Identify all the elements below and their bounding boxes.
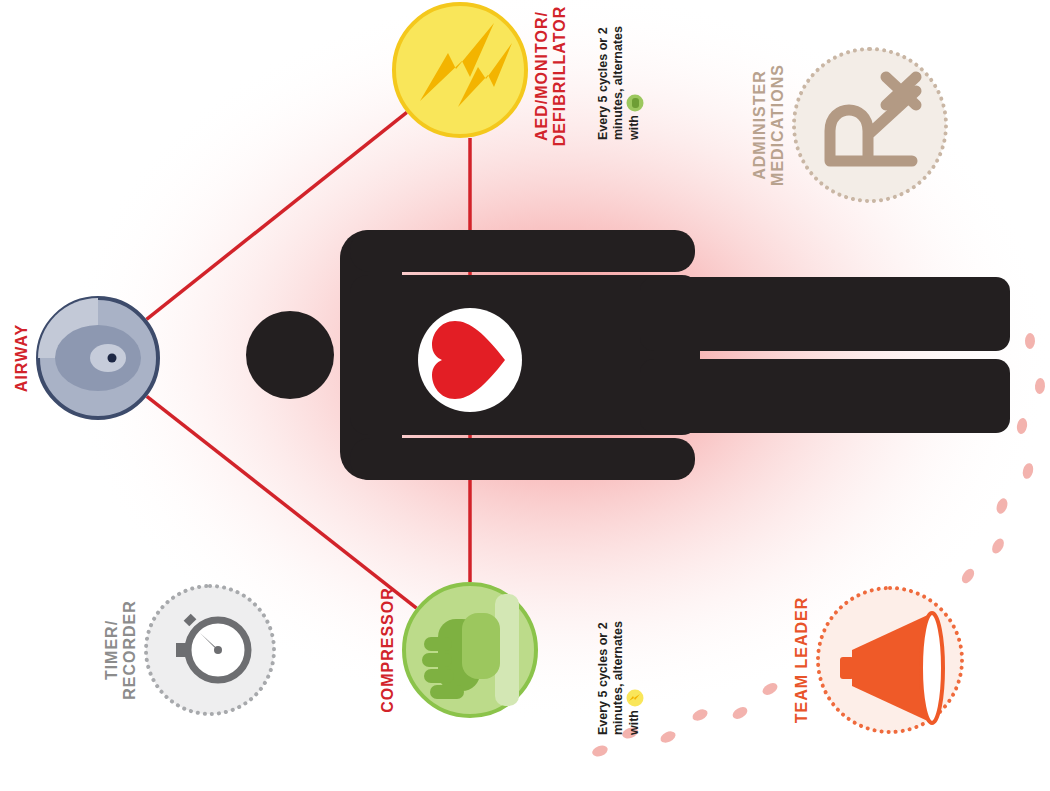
- finger: [424, 637, 452, 651]
- defibrillator-circle: AED/MONITOR/ DEFIBRILLATOR: [392, 2, 528, 138]
- rx-letter-r: [830, 91, 916, 161]
- role-label: TEAM LEADER: [793, 590, 811, 730]
- note-group: Every 5 cycles or 2 minutes, alternates …: [596, 6, 644, 140]
- megaphone-mouth: [921, 613, 943, 723]
- footprint: [995, 497, 1010, 515]
- rx-symbol: [830, 77, 916, 161]
- figure-leg: [640, 359, 1010, 433]
- role-label: COMPRESSOR: [379, 575, 397, 725]
- lightning-bolt-icon: [420, 23, 512, 107]
- airway-circle: AIRWAY: [36, 296, 160, 420]
- circle-label-group: AIRWAY: [13, 298, 31, 418]
- forearm: [495, 594, 519, 706]
- role-icon-circle: [627, 690, 644, 707]
- heart-to-compressor-line: [468, 412, 472, 582]
- circle-label-group: COMPRESSOR: [379, 575, 397, 725]
- rotation-note: Every 5 cycles or 2 minutes, alternates …: [596, 621, 641, 735]
- circle-shape: [146, 586, 274, 714]
- circle-shape: [818, 588, 962, 732]
- figure-arm: [350, 438, 695, 480]
- footprint: [1021, 462, 1035, 480]
- footprints: [591, 333, 1046, 759]
- medications-circle: ADMINISTER MEDICATIONS: [792, 47, 948, 203]
- stopwatch-knob: [184, 614, 197, 627]
- role-icon-circle: [627, 95, 644, 112]
- circle-label-group: TEAM LEADER: [793, 590, 811, 730]
- heart-circle: [418, 308, 522, 412]
- airway-dot: [108, 354, 117, 363]
- circle-shape: [38, 298, 158, 418]
- compressor-hands-icon: [422, 594, 519, 706]
- role-icon: [626, 689, 644, 707]
- finger: [430, 685, 464, 699]
- airway-mouth: [90, 344, 126, 372]
- footprint: [1016, 417, 1029, 434]
- note-group: Every 5 cycles or 2 minutes, alternates …: [596, 601, 644, 735]
- heart-symbol: [432, 321, 505, 399]
- footprint: [990, 537, 1007, 556]
- mini-hand: [632, 98, 639, 108]
- connector-line: [147, 396, 417, 608]
- circle-shape: [794, 49, 946, 201]
- footprint: [959, 567, 976, 586]
- megaphone-handle: [840, 657, 854, 679]
- circle-label-group: ADMINISTER MEDICATIONS: [751, 45, 787, 205]
- footprint: [1034, 378, 1045, 395]
- role-label: TIMER/ RECORDER: [103, 595, 139, 705]
- lightning-bolt: [458, 43, 512, 107]
- lightning-bolt: [420, 23, 494, 101]
- stopwatch-center: [214, 646, 222, 654]
- rx-letter-x: [886, 77, 916, 105]
- circle-label-group: AED/MONITOR/ DEFIBRILLATOR: [533, 1, 569, 151]
- timer-recorder-circle: TIMER/ RECORDER: [144, 584, 276, 716]
- airway-highlight: [38, 298, 98, 358]
- airway-face: [55, 325, 141, 391]
- human-figure: [246, 230, 1010, 480]
- circle-label-group: TIMER/ RECORDER: [103, 595, 139, 705]
- stopwatch-needle: [200, 633, 222, 653]
- circle-shape: [404, 584, 536, 716]
- connector-line: [147, 112, 407, 319]
- role-label: AED/MONITOR/ DEFIBRILLATOR: [533, 1, 569, 151]
- footprint: [659, 729, 678, 745]
- circle-outline: [792, 47, 948, 203]
- circle-outline: [816, 586, 964, 734]
- megaphone-cone: [852, 613, 932, 723]
- circle-outline: [392, 2, 528, 138]
- footprint: [1025, 333, 1036, 349]
- airway-head-icon: [38, 298, 141, 391]
- stopwatch-knob: [176, 643, 186, 657]
- role-label: ADMINISTER MEDICATIONS: [751, 45, 787, 205]
- figure-arm: [350, 230, 695, 272]
- stopwatch-body: [188, 620, 248, 680]
- footprint: [591, 744, 609, 759]
- figure-leg: [640, 277, 1010, 351]
- circle-outline: [144, 584, 276, 716]
- finger: [424, 669, 454, 683]
- hand: [438, 619, 480, 691]
- circle-outline: [402, 582, 538, 718]
- mini-bolt: [629, 694, 640, 701]
- circle-shape: [394, 4, 526, 136]
- hand: [462, 613, 500, 679]
- circle-outline: [36, 296, 160, 420]
- compressor-circle: COMPRESSOR: [402, 582, 538, 718]
- footprint: [761, 681, 780, 698]
- role-label: AIRWAY: [13, 298, 31, 418]
- rotation-note: Every 5 cycles or 2 minutes, alternates …: [596, 26, 641, 140]
- figure-head: [246, 311, 334, 399]
- team-leader-circle: TEAM LEADER: [816, 586, 964, 734]
- role-icon: [626, 94, 644, 112]
- finger: [422, 653, 452, 667]
- stopwatch-icon: [176, 614, 248, 680]
- footprint: [731, 705, 750, 722]
- megaphone-icon: [840, 613, 943, 723]
- footprint: [691, 707, 710, 723]
